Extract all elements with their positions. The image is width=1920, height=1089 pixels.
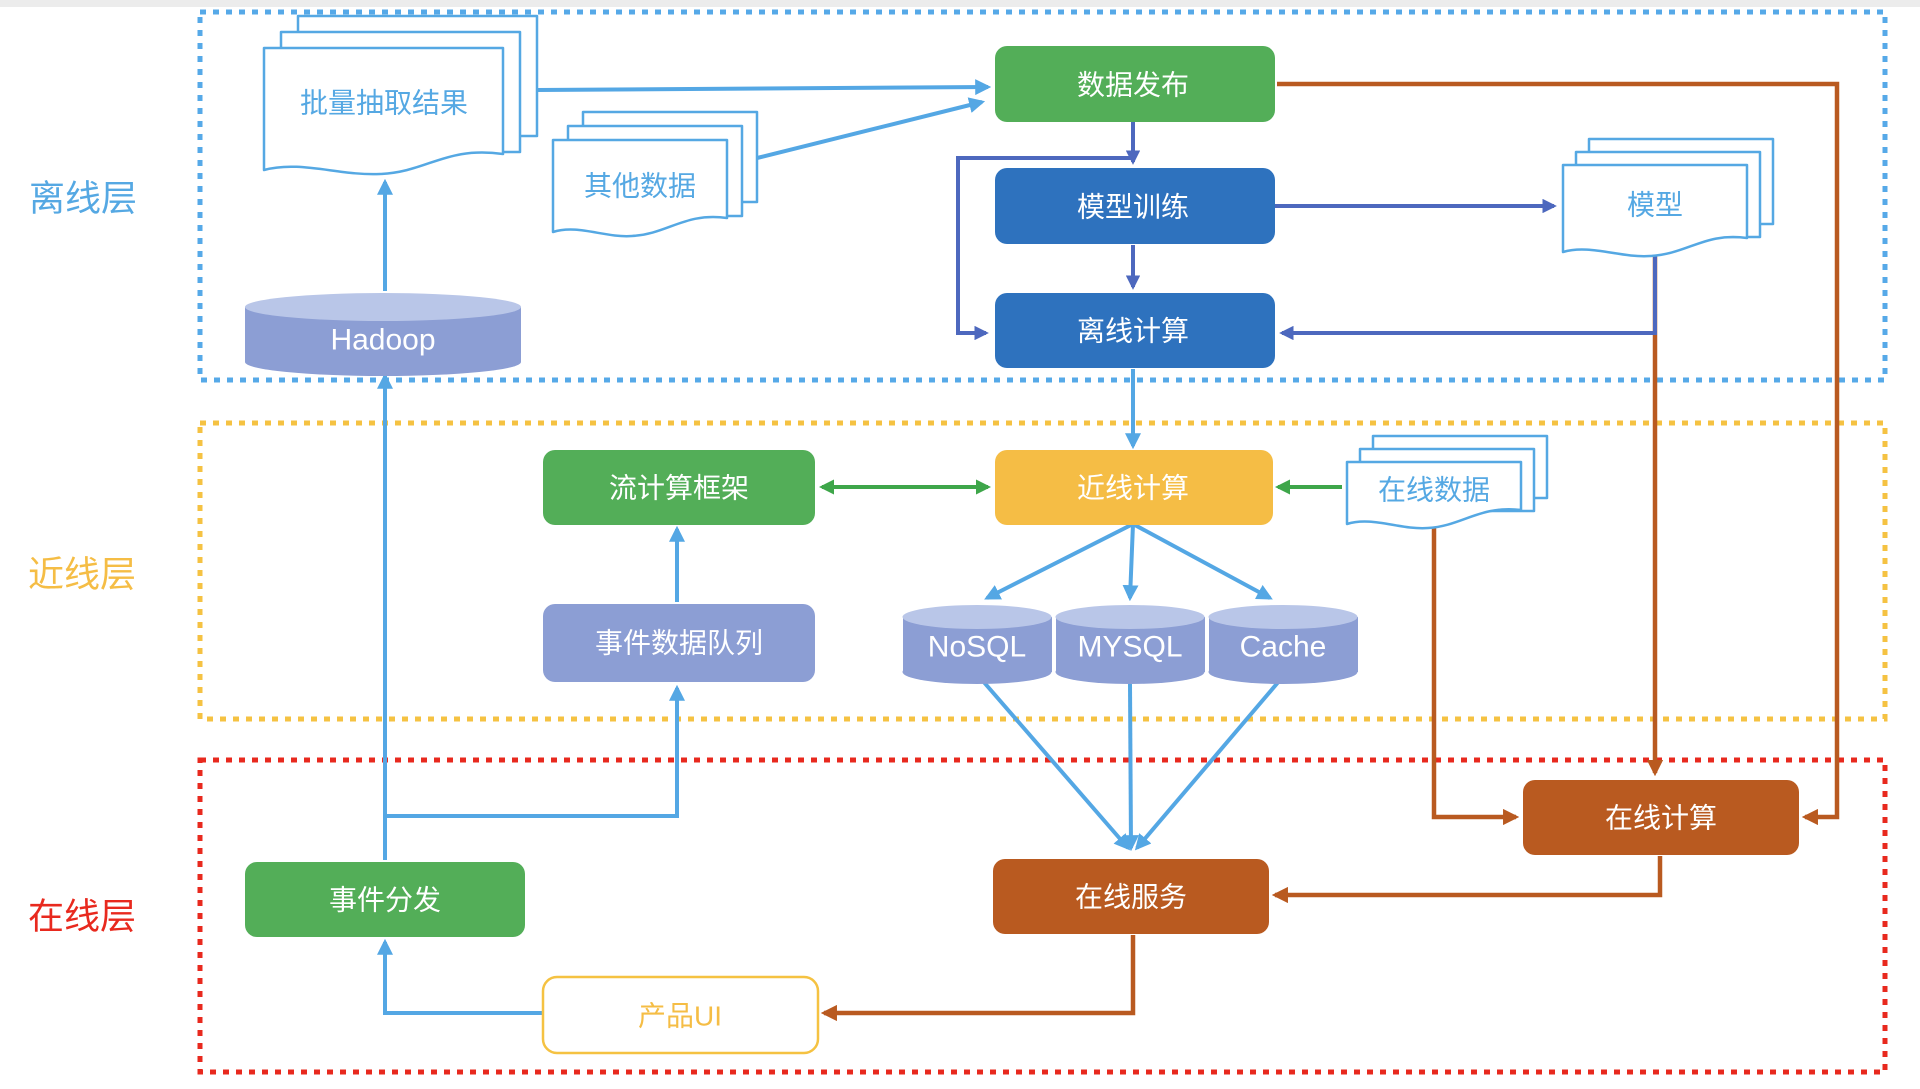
nearline-layer-label: 近线层 <box>28 554 136 595</box>
model-training-box <box>995 168 1275 244</box>
mysql-top <box>1055 605 1205 629</box>
stream-framework-box <box>543 450 815 525</box>
other-data-document: 其他数据 <box>551 110 759 238</box>
batch-extract-result-document: 批量抽取结果 <box>262 14 539 176</box>
event-data-queue-node: 事件数据队列 <box>543 604 815 682</box>
online-layer-label: 在线层 <box>28 896 136 937</box>
cache-top <box>1208 605 1358 629</box>
nearline-layer-border <box>197 420 1888 722</box>
edge-data-publish-to-online-computing <box>1277 81 1840 826</box>
product-ui-node: 产品UI <box>541 975 820 1055</box>
product-ui-box <box>541 975 820 1055</box>
edge-nosql-to-online-service <box>980 678 1131 851</box>
edge-batch-extract-to-data-publish <box>536 79 992 96</box>
online-service-box <box>993 859 1269 934</box>
model-training-node: 模型训练 <box>995 168 1275 244</box>
edge-event-dispatch-to-event-queue <box>385 684 685 818</box>
hadoop-cylinder: Hadoop <box>245 293 521 376</box>
cache-bottom <box>1208 660 1358 684</box>
online-computing-box <box>1523 780 1799 855</box>
edge-online-data-to-online-computing <box>1431 524 1520 826</box>
edge-cache-to-online-service <box>1134 678 1282 851</box>
nearline-computing-node: 近线计算 <box>995 450 1273 525</box>
batch-extract-label: 批量抽取结果 <box>300 88 468 119</box>
online-service-node: 在线服务 <box>993 859 1269 934</box>
hadoop-bottom <box>245 348 521 376</box>
product-ui-label: 产品UI <box>638 1001 722 1032</box>
edge-other-data-to-data-publish <box>756 97 986 160</box>
online-data-document: 在线数据 <box>1345 434 1549 530</box>
event-dispatch-box <box>245 862 525 937</box>
nosql-cylinder: NoSQL <box>902 605 1052 684</box>
edge-data-publish-to-offline-computing <box>956 124 1135 341</box>
event-dispatch-label: 事件分发 <box>329 885 441 916</box>
other-data-label: 其他数据 <box>584 171 696 202</box>
data-publish-label: 数据发布 <box>1077 70 1189 101</box>
offline-computing-box <box>995 293 1275 368</box>
nosql-top <box>902 605 1052 629</box>
edge-product-ui-to-event-dispatch <box>377 938 542 1015</box>
event-data-queue-box <box>543 604 815 682</box>
edge-mysql-to-online-service <box>1122 683 1139 852</box>
edge-nearline-to-cache <box>1132 522 1273 600</box>
model-label: 模型 <box>1627 190 1683 221</box>
online-layer-border <box>197 757 1888 1075</box>
edge-online-computing-to-online-service <box>1271 856 1663 904</box>
online-computing-node: 在线计算 <box>1523 780 1799 855</box>
edge-nearline-to-nosql <box>984 522 1134 600</box>
stream-framework-label: 流计算框架 <box>609 473 749 504</box>
online-computing-label: 在线计算 <box>1605 803 1717 834</box>
nearline-computing-box <box>995 450 1273 525</box>
data-publish-node: 数据发布 <box>995 46 1275 122</box>
model-training-label: 模型训练 <box>1077 192 1189 223</box>
mysql-cylinder: MYSQL <box>1055 605 1205 684</box>
online-data-label: 在线数据 <box>1378 475 1490 506</box>
other-data-front-page <box>551 138 729 238</box>
cache-cylinder: Cache <box>1208 605 1358 684</box>
nosql-bottom <box>902 660 1052 684</box>
cache-label: Cache <box>1240 631 1327 664</box>
event-dispatch-node: 事件分发 <box>245 862 525 937</box>
online-service-label: 在线服务 <box>1075 882 1187 913</box>
batch-extract-front-page <box>262 46 505 176</box>
window-top-strip <box>0 0 1920 7</box>
nosql-label: NoSQL <box>928 631 1026 664</box>
stream-framework-node: 流计算框架 <box>543 450 815 525</box>
edge-online-service-to-product-ui <box>820 935 1136 1022</box>
edge-nearline-to-mysql <box>1122 523 1139 602</box>
offline-computing-node: 离线计算 <box>995 293 1275 368</box>
hadoop-label: Hadoop <box>330 324 435 357</box>
edge-model-to-offline-computing <box>1279 250 1657 341</box>
model-front-page <box>1561 163 1749 258</box>
model-document: 模型 <box>1561 137 1775 258</box>
nearline-computing-label: 近线计算 <box>1077 473 1189 504</box>
offline-layer-label: 离线层 <box>29 178 137 219</box>
hadoop-top <box>245 293 521 321</box>
offline-computing-label: 离线计算 <box>1077 316 1189 347</box>
event-data-queue-label: 事件数据队列 <box>595 628 763 659</box>
mysql-label: MYSQL <box>1077 631 1182 664</box>
online-data-front-page <box>1345 460 1523 530</box>
data-publish-box <box>995 46 1275 122</box>
mysql-bottom <box>1055 660 1205 684</box>
